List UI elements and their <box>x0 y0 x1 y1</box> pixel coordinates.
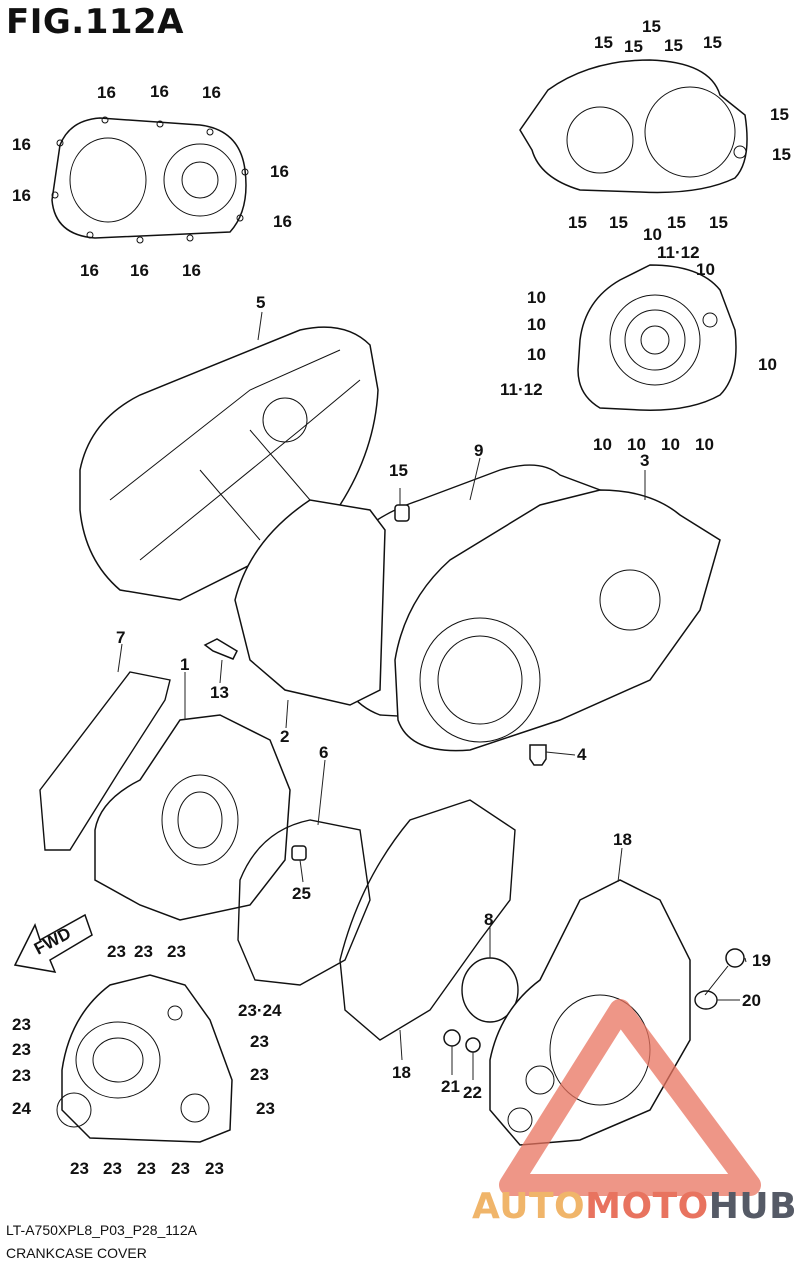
callout-23: 23 <box>167 942 186 961</box>
part-7-gasket <box>39 671 171 851</box>
callout-10: 10 <box>627 435 646 454</box>
callout-24: 24 <box>12 1099 31 1118</box>
callout-16: 16 <box>12 186 31 205</box>
outer-cover-bolt-pattern <box>51 116 249 244</box>
callout-7: 7 <box>116 628 125 647</box>
part-17-cover-assembly <box>489 879 691 1146</box>
part-2-bracket <box>234 499 386 706</box>
callout-3: 3 <box>640 451 649 470</box>
part-18-gasket <box>339 799 516 1041</box>
callout-10: 10 <box>643 225 662 244</box>
watermark-part-moto: MOTO <box>585 1186 709 1227</box>
callout-2: 2 <box>280 727 289 746</box>
figure-title: FIG.112A <box>6 2 184 42</box>
part-14-dowel <box>394 504 410 522</box>
part-1-housing-cover <box>94 714 291 921</box>
inner-cover-bolt-pattern-23 <box>56 974 233 1143</box>
callout-23: 23 <box>250 1032 269 1051</box>
callout-15: 15 <box>568 213 587 232</box>
callout-16: 16 <box>273 212 292 231</box>
callout-1: 1 <box>180 655 189 674</box>
callout-15: 15 <box>664 36 683 55</box>
callout-17: 18 <box>613 830 632 849</box>
callout-15: 15 <box>624 37 643 56</box>
callout-15: 15 <box>667 213 686 232</box>
forward-direction-arrow: FWD <box>13 913 93 973</box>
callout-15: 15 <box>709 213 728 232</box>
callout-15: 15 <box>609 213 628 232</box>
part-6-gasket <box>237 819 371 986</box>
callout-10: 10 <box>527 315 546 334</box>
clutch-cover-bolt-pattern-10 <box>577 264 737 411</box>
callout-18: 18 <box>392 1063 411 1082</box>
callout-11-12: 11·12 <box>657 243 700 262</box>
callout-15: 15 <box>594 33 613 52</box>
callout-6: 6 <box>319 743 328 762</box>
callout-25: 25 <box>292 884 311 903</box>
callout-10: 10 <box>696 260 715 279</box>
callout-23: 23 <box>70 1159 89 1178</box>
callout-15: 15 <box>770 105 789 124</box>
callout-23: 23 <box>205 1159 224 1178</box>
callout-16: 16 <box>202 83 221 102</box>
figure-code: LT-A750XPL8_P03_P28_112A <box>6 1222 197 1238</box>
callout-19: 19 <box>752 951 771 970</box>
part-5-outer-cover <box>79 326 379 601</box>
callout-20: 20 <box>742 991 761 1010</box>
callout-11-12: 11·12 <box>500 380 543 399</box>
callout-16: 16 <box>130 261 149 280</box>
callout-10: 10 <box>527 288 546 307</box>
callout-23: 23 <box>12 1066 31 1085</box>
part-3-crankcase-cover <box>394 489 721 752</box>
callout-labels: 16 16 16 16 16 16 16 16 16 16 15 15 15 1… <box>12 17 791 1178</box>
callout-23: 23 <box>256 1099 275 1118</box>
callout-16: 16 <box>182 261 201 280</box>
callout-23: 23 <box>12 1040 31 1059</box>
callout-13: 13 <box>210 683 229 702</box>
callout-5: 5 <box>256 293 265 312</box>
part-22-o-ring <box>465 1037 481 1053</box>
callout-16: 16 <box>150 82 169 101</box>
right-cover-bolt-pattern-15 <box>519 59 748 194</box>
callout-23: 23 <box>12 1015 31 1034</box>
callout-9: 9 <box>474 441 483 460</box>
part-19-dipstick <box>704 948 745 996</box>
callout-15: 15 <box>772 145 791 164</box>
watermark-part-auto: AUTO <box>472 1186 586 1227</box>
callout-16: 16 <box>80 261 99 280</box>
callout-21: 21 <box>441 1077 460 1096</box>
part-21-washer <box>443 1029 461 1047</box>
callout-15: 15 <box>642 17 661 36</box>
callout-15: 15 <box>703 33 722 52</box>
callout-23: 23 <box>250 1065 269 1084</box>
callout-16: 16 <box>97 83 116 102</box>
watermark-logo <box>499 999 761 1196</box>
callout-23: 23 <box>137 1159 156 1178</box>
watermark-brand: AUTOMOTOHUB <box>472 1186 797 1227</box>
part-13-bolt <box>203 638 238 660</box>
callout-22: 22 <box>463 1083 482 1102</box>
part-4-plug <box>529 744 547 766</box>
callout-16: 16 <box>12 135 31 154</box>
figure-name: CRANKCASE COVER <box>6 1245 147 1261</box>
callout-10: 10 <box>758 355 777 374</box>
part-25-dowel <box>291 845 307 861</box>
callout-23: 23 <box>134 942 153 961</box>
callout-10: 10 <box>593 435 612 454</box>
callout-23: 23 <box>103 1159 122 1178</box>
callout-10: 10 <box>695 435 714 454</box>
callout-10: 10 <box>527 345 546 364</box>
callout-14: 15 <box>389 461 408 480</box>
callout-4: 4 <box>577 745 587 764</box>
callout-8: 8 <box>484 910 493 929</box>
callout-10: 10 <box>661 435 680 454</box>
callout-23: 23 <box>171 1159 190 1178</box>
callout-23: 23 <box>107 942 126 961</box>
callout-23-24: 23·24 <box>238 1001 282 1020</box>
callout-16: 16 <box>270 162 289 181</box>
leader-lines <box>117 311 747 1080</box>
watermark-part-hub: HUB <box>708 1186 798 1227</box>
